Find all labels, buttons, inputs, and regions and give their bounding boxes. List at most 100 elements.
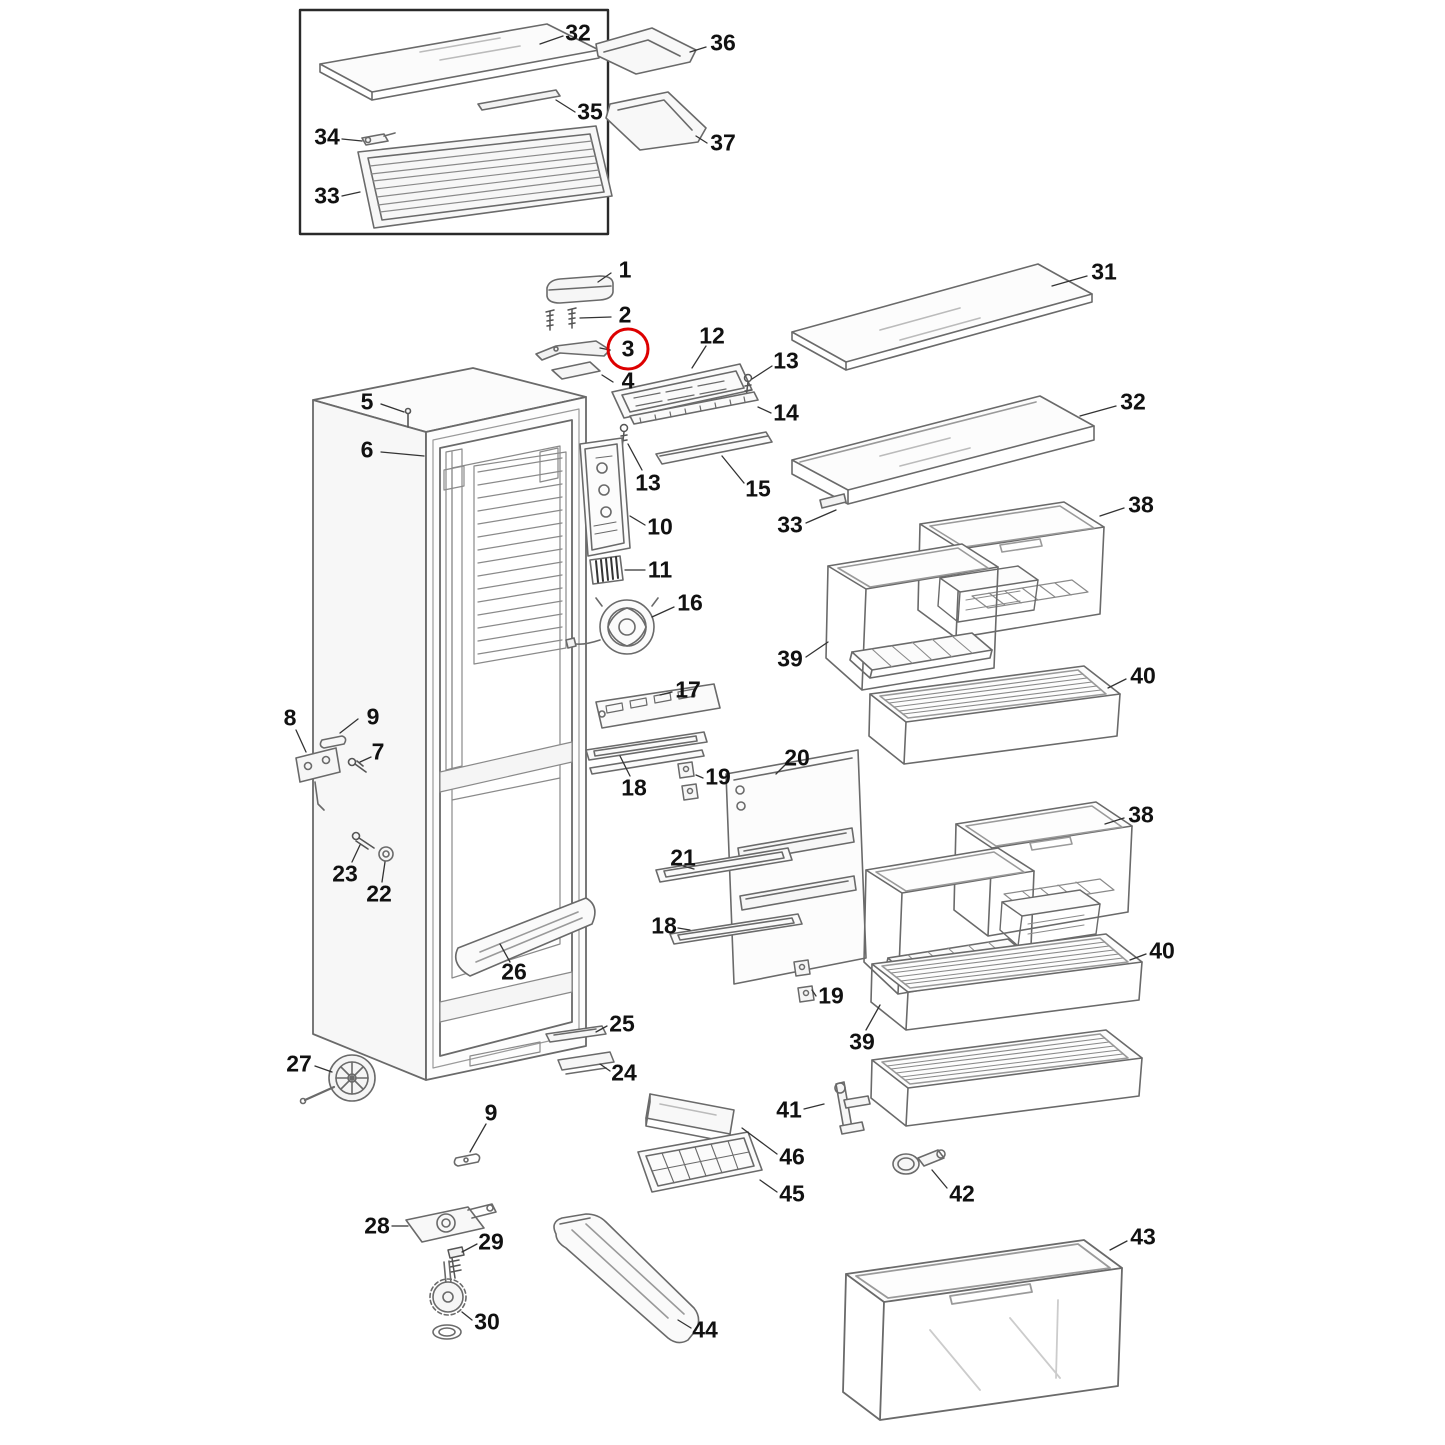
part-label-5: 5 <box>360 388 374 415</box>
bracket-part-19-a <box>677 761 699 801</box>
part-label-15: 15 <box>745 475 771 502</box>
ice-tray-lid-part-46 <box>645 1093 735 1143</box>
part-label-29: 29 <box>478 1228 504 1255</box>
hinge-part-8 <box>295 747 341 811</box>
grommet-part-22 <box>378 846 394 862</box>
inset-box <box>298 8 610 236</box>
part-label-14: 14 <box>773 399 799 426</box>
inset-glass-shelf-32 <box>319 23 600 101</box>
ice-cube-tray-part-45 <box>637 1131 763 1193</box>
part-label-4: 4 <box>621 367 635 394</box>
grill-tray-part-40-b1 <box>870 933 1143 1031</box>
part-label-23: 23 <box>332 860 358 887</box>
part-label-43: 43 <box>1130 1223 1156 1250</box>
strip-part-14 <box>629 391 759 425</box>
part-label-18-b: 18 <box>651 912 677 939</box>
part-label-39-a: 39 <box>777 645 803 672</box>
part-label-38-a: 38 <box>1128 491 1154 518</box>
inset-door-rail-36 <box>595 27 697 75</box>
part-label-44: 44 <box>692 1316 718 1343</box>
part-label-32-inset: 32 <box>565 19 591 46</box>
rail-part-21 <box>655 847 793 883</box>
part-label-25: 25 <box>609 1010 635 1037</box>
part-label-40-a: 40 <box>1130 662 1156 689</box>
plate-part-4 <box>551 361 601 380</box>
inset-clip-34 <box>361 132 396 146</box>
part-label-8: 8 <box>283 704 297 731</box>
part-label-12: 12 <box>699 322 725 349</box>
small-grate-tray-upper <box>937 565 1039 623</box>
strip-part-15 <box>655 431 773 465</box>
slide-rail-part-18-a <box>585 731 708 775</box>
thermostat-bracket-part-41 <box>834 1081 871 1135</box>
bolt-part-29 <box>447 1246 465 1279</box>
part-label-17: 17 <box>675 676 701 703</box>
valve-part-42 <box>892 1149 946 1175</box>
part-label-46: 46 <box>779 1143 805 1170</box>
slide-rail-part-18-b <box>669 913 803 945</box>
part-label-41: 41 <box>776 1096 802 1123</box>
screw-part-13-a <box>743 373 753 399</box>
spring-part-24 <box>557 1051 615 1075</box>
bracket-part-19-b <box>793 959 815 1003</box>
lever-part-3 <box>535 340 611 361</box>
vent-part-12 <box>611 363 753 419</box>
part-label-35: 35 <box>577 98 603 125</box>
grill-tray-part-40-b2 <box>870 1029 1143 1127</box>
freezer-panel-part-17 <box>595 683 721 729</box>
part-label-42: 42 <box>949 1180 975 1207</box>
part-label-33-b: 33 <box>777 511 803 538</box>
part-label-45: 45 <box>779 1180 805 1207</box>
cabinet-body <box>312 367 587 1081</box>
part-label-6: 6 <box>360 436 374 463</box>
part-label-13-a: 13 <box>773 347 799 374</box>
gear-part-30 <box>429 1260 467 1340</box>
part-label-19-a: 19 <box>705 763 731 790</box>
part-label-30: 30 <box>474 1308 500 1335</box>
part-label-13-b: 13 <box>635 469 661 496</box>
wheel-part-27 <box>299 1054 376 1105</box>
glass-shelf-part-32-b <box>791 395 1095 509</box>
grill-tray-part-40-a <box>868 665 1121 765</box>
part-label-2: 2 <box>618 301 632 328</box>
inset-grill-shelf-33 <box>357 125 613 229</box>
cabinet-interior <box>439 445 573 1067</box>
part-label-27: 27 <box>286 1050 312 1077</box>
roller-part-26 <box>454 897 596 977</box>
connector-part-11 <box>589 555 624 585</box>
freezer-bin-part-39-a <box>825 543 999 691</box>
cap-part-1 <box>546 275 614 304</box>
part-label-31: 31 <box>1091 258 1117 285</box>
part-label-9-b: 9 <box>484 1099 498 1126</box>
part-label-26: 26 <box>501 958 527 985</box>
part-label-3-highlighted: 3 <box>606 327 650 371</box>
part-label-38-b: 38 <box>1128 801 1154 828</box>
part-label-34: 34 <box>314 123 340 150</box>
part-label-28: 28 <box>364 1212 390 1239</box>
bottom-drawer-part-43 <box>842 1239 1123 1421</box>
part-label-19-b: 19 <box>818 982 844 1009</box>
glass-shelf-part-31 <box>791 263 1093 371</box>
part-label-37: 37 <box>710 129 736 156</box>
spring-part-25 <box>545 1025 607 1043</box>
part-label-16: 16 <box>677 589 703 616</box>
fan-part-16 <box>565 597 659 655</box>
part-label-7: 7 <box>371 738 385 765</box>
washer-part-9 <box>319 735 347 749</box>
part-label-10: 10 <box>647 513 673 540</box>
leader-lines <box>295 35 1147 1329</box>
clip-part-9-b <box>453 1153 481 1167</box>
part-label-40-b: 40 <box>1149 937 1175 964</box>
part-label-39-b: 39 <box>849 1028 875 1055</box>
part-label-18-a: 18 <box>621 774 647 801</box>
part-label-21: 21 <box>670 844 696 871</box>
screw-part-5 <box>404 407 412 428</box>
inset-trim-35 <box>477 89 561 111</box>
mount-plate-part-28 <box>405 1203 497 1243</box>
part-label-36: 36 <box>710 29 736 56</box>
part-label-24: 24 <box>611 1059 637 1086</box>
control-panel-part-10 <box>579 437 631 557</box>
part-label-32-b: 32 <box>1120 388 1146 415</box>
